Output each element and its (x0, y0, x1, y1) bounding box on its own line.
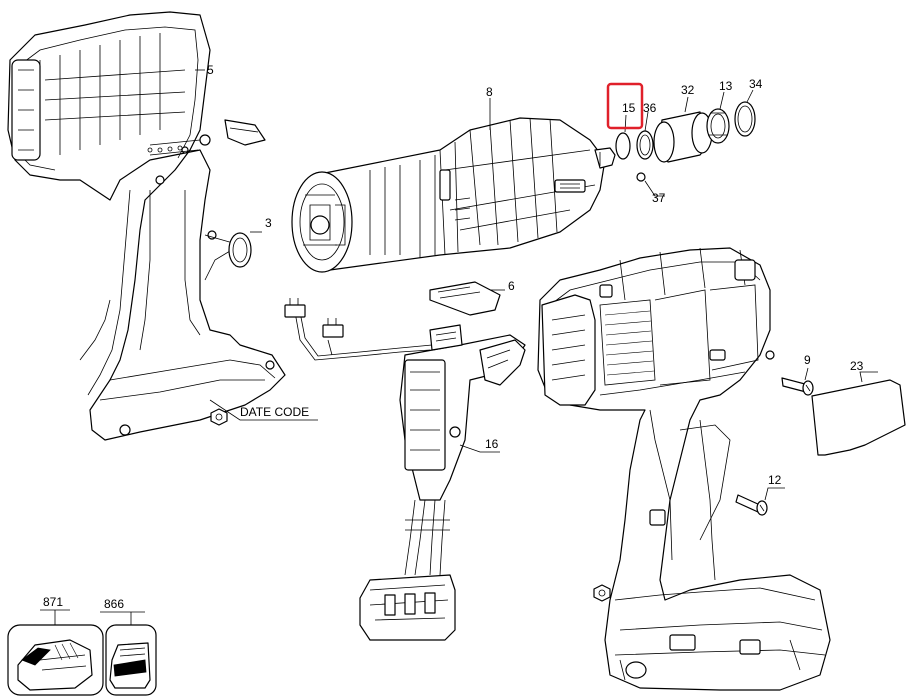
hex-nut-right (593, 584, 611, 602)
part-label-13: 13 (719, 79, 733, 93)
battery-866: 866 (100, 597, 157, 696)
part-label-12: 12 (768, 473, 782, 487)
part-label-5: 5 (207, 63, 214, 77)
part-label-32: 32 (681, 83, 695, 97)
o-ring-34 (734, 89, 756, 137)
highlight-box-part-15 (606, 82, 644, 130)
date-code-label: DATE CODE (240, 405, 309, 419)
right-housing-half (537, 247, 831, 691)
pad-6: 6 (429, 279, 515, 316)
screw-12: 12 (735, 473, 785, 516)
part-label-36: 36 (643, 101, 657, 115)
o-ring-3: 3 (228, 216, 272, 268)
part-label-34: 34 (749, 77, 763, 91)
collar-13 (706, 91, 730, 144)
part-label-16: 16 (485, 437, 499, 451)
part-label-3: 3 (265, 216, 272, 230)
part-label-15: 15 (622, 101, 636, 115)
retaining-ring-15 (615, 114, 631, 160)
date-code-callout: DATE CODE (209, 399, 318, 421)
charger-871: 871 (7, 595, 104, 696)
part-label-9: 9 (804, 353, 811, 367)
screw-9: 9 (781, 353, 814, 396)
switch-assembly-16: 16 (284, 298, 526, 641)
hex-nut-left (210, 408, 228, 426)
part-label-8: 8 (486, 85, 493, 99)
left-housing-half (7, 11, 286, 441)
part-label-23: 23 (850, 359, 864, 373)
part-label-866: 866 (104, 597, 124, 611)
part-label-6: 6 (508, 279, 515, 293)
sleeve-32 (653, 96, 713, 163)
part-label-871: 871 (43, 595, 63, 609)
callout-5: 5 (195, 63, 214, 77)
washer-36 (636, 111, 654, 160)
part-label-37: 37 (652, 191, 666, 205)
label-plate-23: 23 (811, 359, 906, 456)
ball-37 (636, 172, 665, 197)
motor-gearbox-assembly-8: 8 (291, 85, 616, 273)
